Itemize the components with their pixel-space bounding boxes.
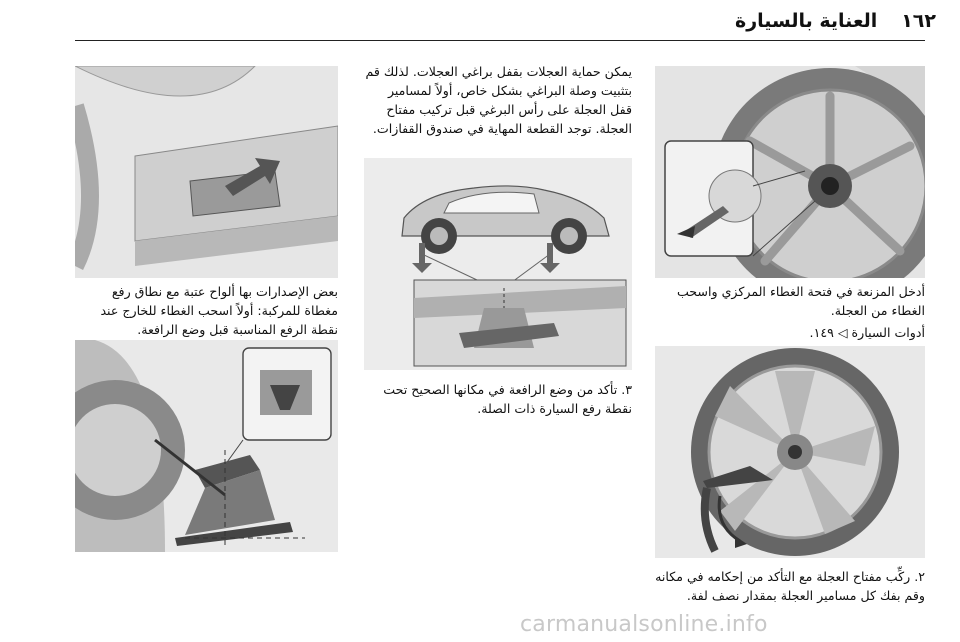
figure-car-jack-points <box>364 158 632 370</box>
tools-reference: أدوات السيارة ◁ ١٤٩. <box>809 325 925 340</box>
caption-remove-wheel-cover: أدخل المزنعة في فتحة الغطاء المركزي واسح… <box>676 284 925 318</box>
header-rule <box>75 40 925 41</box>
figure-jack-placement <box>75 340 338 552</box>
step-2-text: ٢. ركِّب مفتاح العجلة مع التأكد من إحكام… <box>655 569 925 603</box>
intro-wheel-locks: يمكن حماية العجلات بقفل براغي العجلات. ل… <box>365 64 632 136</box>
caption-sill-cover: بعض الإصدارات بها ألواح عتبة مع نطاق رفع… <box>100 284 338 337</box>
figure-wheel-cap-removal <box>655 66 925 278</box>
section-title: العناية بالسيارة <box>735 10 878 32</box>
page-number: ١٦٢ <box>901 10 936 32</box>
figure-wheel-wrench <box>655 346 925 558</box>
figure-sill-cover <box>75 66 338 278</box>
watermark-text: carmanualsonline.info <box>520 612 768 637</box>
step-3-text: ٣. تأكد من وضع الرافعة في مكانها الصحيح … <box>383 382 632 416</box>
